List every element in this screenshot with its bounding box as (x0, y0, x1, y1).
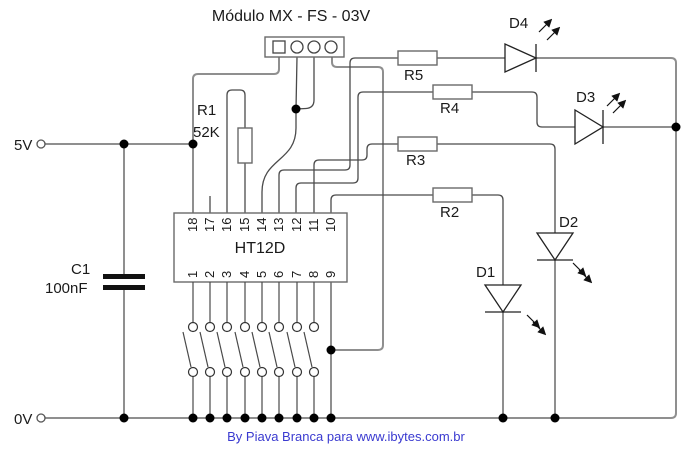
resistor-r3-body (397, 136, 438, 152)
wire-module-data1-din (261, 56, 298, 213)
capacitor-c1-ref: C1 (71, 261, 90, 278)
ic-name: HT12D (235, 240, 286, 257)
wire-pin11-r3 (313, 143, 398, 213)
resistor-r1-value: 52K (193, 124, 220, 141)
power-rails (45, 57, 677, 419)
capacitor-c1 (103, 274, 145, 290)
led-d3-triangle (574, 108, 605, 146)
ic-pin-15: 15 (237, 218, 252, 232)
resistor-r3-ref: R3 (406, 152, 425, 169)
led-d1-triangle (483, 284, 523, 314)
ic-pin-7: 7 (289, 271, 304, 278)
resistor-r2-ref: R2 (440, 204, 459, 221)
ic-pin-17: 17 (202, 218, 217, 232)
ic-pin-18: 18 (185, 218, 200, 232)
terminal-0v (36, 413, 46, 423)
wire-r3-d2 (437, 143, 556, 233)
led-d4-ref: D4 (509, 15, 528, 32)
ic-pin-2: 2 (202, 271, 217, 278)
light-emission-arrows-icon (526, 314, 547, 336)
switch-8 (303, 281, 320, 419)
ic-pin-11: 11 (306, 219, 321, 233)
ic-pin-8: 8 (306, 271, 321, 278)
ic-pin-5: 5 (254, 271, 269, 278)
module-pin1-square (272, 40, 286, 54)
rail-0v-and-right (45, 57, 677, 419)
resistor-r3 (397, 136, 438, 152)
wire-r4-d3 (472, 91, 575, 128)
terminal-5v (36, 139, 46, 149)
rail-0v-label: 0V (14, 411, 32, 428)
resistor-r1 (237, 127, 253, 164)
module-connector (264, 36, 345, 58)
ic-pin-14: 14 (254, 218, 269, 232)
resistor-r2 (432, 187, 473, 203)
led-d4-triangle (504, 42, 538, 74)
wire-pin10-r2 (330, 194, 433, 213)
led-d1-ref: D1 (476, 264, 495, 281)
resistor-r5 (397, 50, 438, 66)
led-d4 (504, 18, 561, 74)
schematic-title: Módulo MX - FS - 03V (212, 8, 371, 25)
switch-2 (199, 281, 216, 419)
ic-pin-3: 3 (219, 271, 234, 278)
module-pin3 (307, 40, 321, 54)
ic-pin-10: 10 (323, 218, 338, 232)
ic-pin-6: 6 (271, 271, 286, 278)
resistor-r1-ref: R1 (197, 102, 216, 119)
switch-6 (268, 281, 285, 419)
resistor-r5-ref: R5 (404, 67, 423, 84)
ic-pin-4: 4 (237, 271, 252, 278)
switch-5 (251, 281, 268, 419)
resistor-r4-ref: R4 (440, 100, 459, 117)
ic-pin-16: 16 (219, 218, 234, 232)
wire-pin12-r4 (295, 91, 433, 213)
junction-dots (119, 104, 681, 423)
light-emission-arrows-icon (538, 18, 561, 41)
ic-pin-13: 13 (271, 218, 286, 232)
wire-module-vcc (192, 57, 280, 144)
resistor-r5-body (397, 50, 438, 66)
wire-module-gnd (331, 57, 384, 351)
capacitor-c1-value: 100nF (45, 280, 88, 297)
ic-pin-12: 12 (289, 218, 304, 232)
module-pin4 (324, 40, 338, 54)
resistor-r4-body (432, 84, 473, 100)
resistor-r2-body (432, 187, 473, 203)
rail-5v-label: 5V (14, 137, 32, 154)
switch-7 (286, 281, 303, 419)
wire-r1-top-pin16 (226, 89, 246, 213)
led-d3-ref: D3 (576, 89, 595, 106)
led-d2-triangle (535, 232, 575, 262)
light-emission-arrows-icon (606, 92, 627, 114)
switch-3 (216, 281, 233, 419)
dip-switches (182, 281, 320, 419)
ic-ht12d: HT12D 18 17 16 15 14 13 12 11 10 1 2 3 4… (173, 212, 348, 283)
light-emission-arrows-icon (572, 262, 593, 284)
switch-4 (234, 281, 251, 419)
led-d3 (574, 92, 627, 146)
led-d2 (535, 232, 593, 284)
ic-pin-1: 1 (185, 271, 200, 278)
led-d2-ref: D2 (559, 214, 578, 231)
resistor-r1-body (237, 127, 253, 164)
wire-pin13-r5 (278, 57, 398, 213)
capacitor-c1-plate-bottom (103, 285, 145, 290)
signal-wires (209, 56, 575, 285)
ic-body (173, 212, 348, 283)
module-pin2 (290, 40, 304, 54)
footer-credit: By Piava Branca para www.ibytes.com.br (227, 429, 465, 444)
wire-r2-d1 (472, 194, 504, 285)
switch-1 (182, 281, 199, 419)
ic-pin-9: 9 (323, 271, 338, 278)
resistor-r4 (432, 84, 473, 100)
wire-module-data2 (295, 57, 315, 110)
led-d1 (483, 284, 547, 336)
capacitor-c1-plate-top (103, 274, 145, 279)
